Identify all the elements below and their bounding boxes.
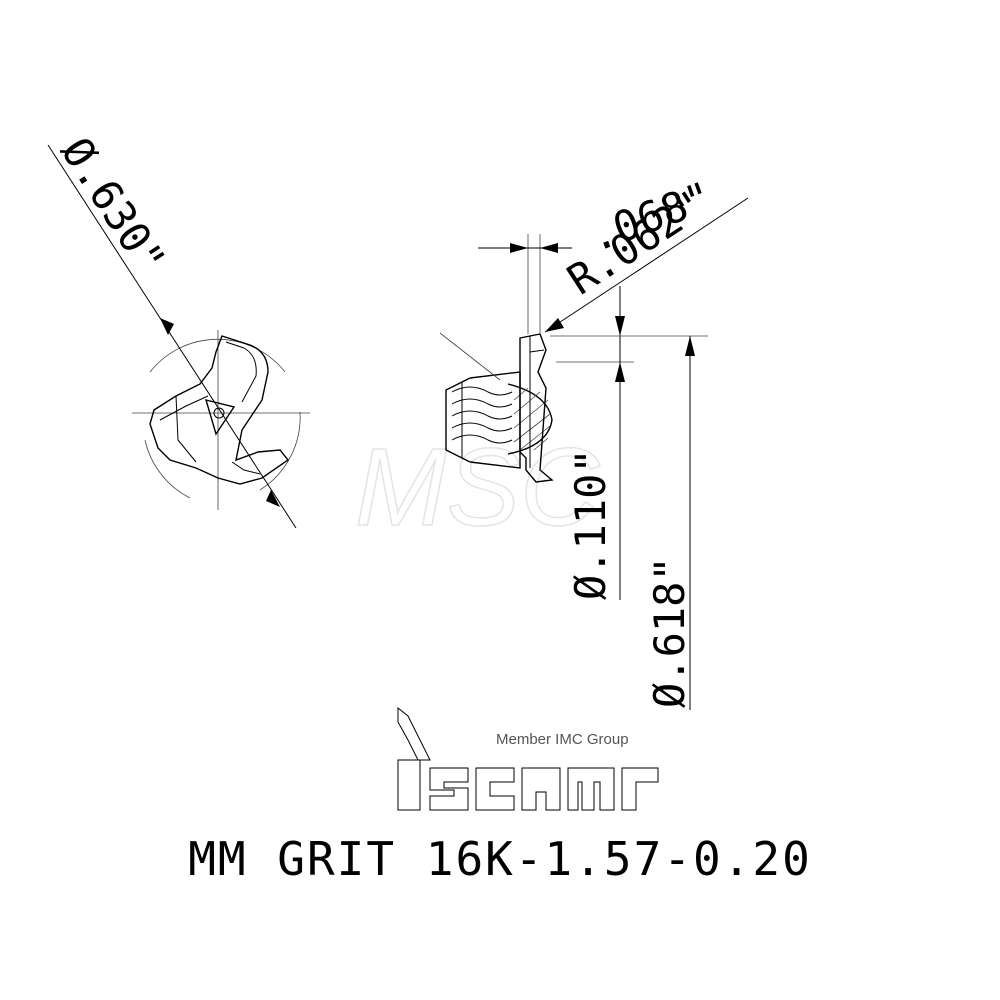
brand-tagline: Member IMC Group [496, 731, 629, 748]
iscar-logo: Member IMC Group [397, 706, 659, 811]
cutter-diameter-label: Ø.630" [52, 129, 176, 283]
msc-watermark: MSC [355, 426, 601, 549]
side-view [439, 332, 554, 483]
front-view: Ø.630" [47, 129, 310, 529]
flange-diameter-label: Ø.618" [645, 556, 694, 708]
flange-diameter-dimension: Ø.618" [550, 335, 708, 710]
product-designation: MM GRIT 16K-1.57-0.20 [188, 832, 812, 886]
small-diameter-label: Ø.110" [566, 448, 615, 600]
small-diameter-dimension: Ø.110" [556, 286, 634, 600]
